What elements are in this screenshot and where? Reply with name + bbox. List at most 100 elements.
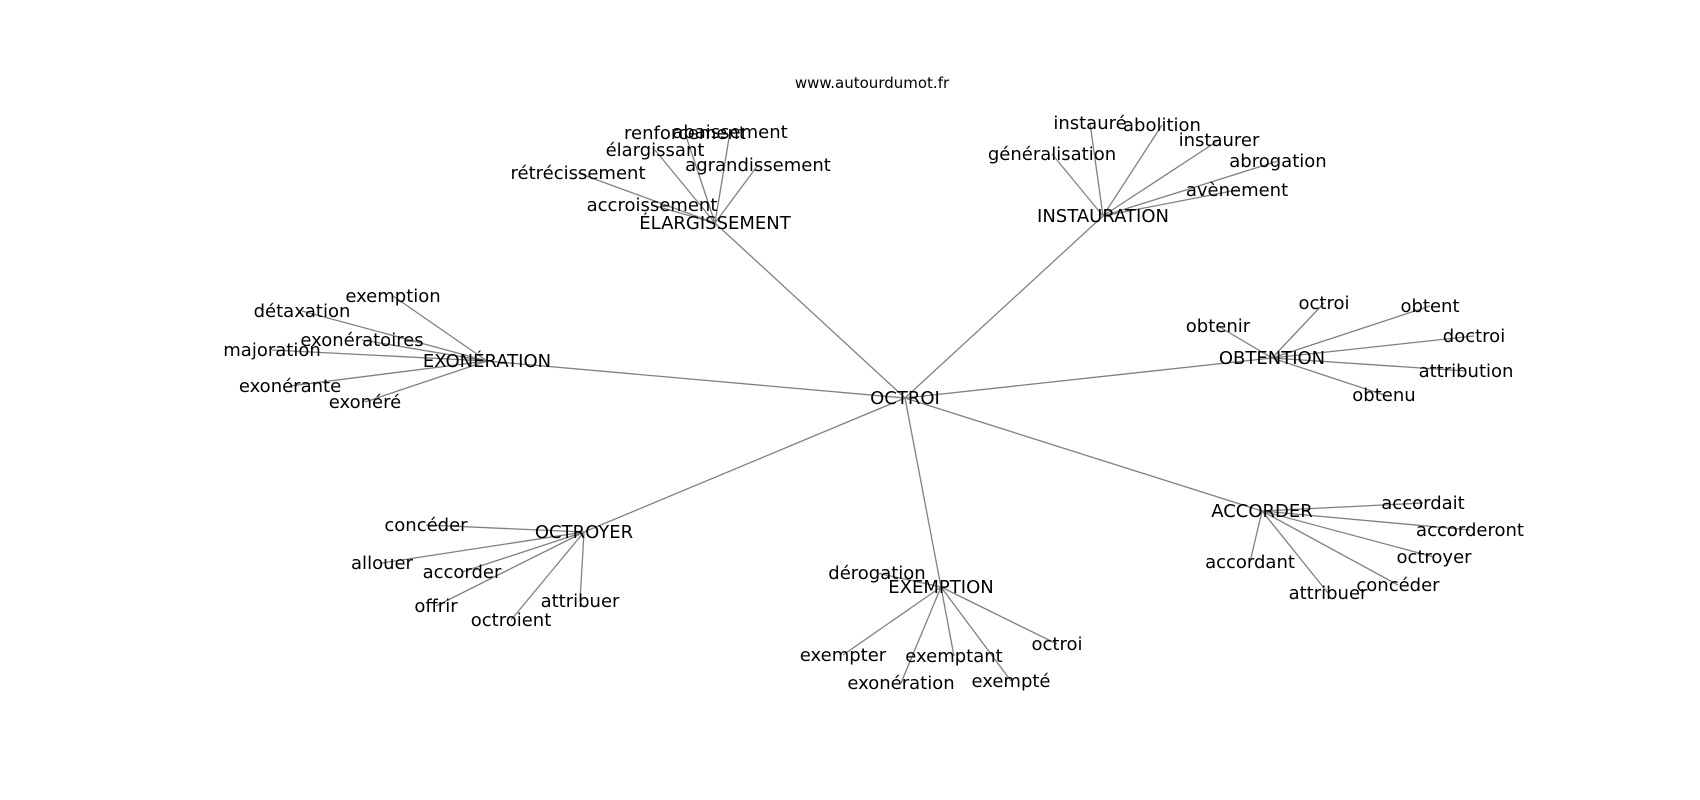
hub-node-accorder: ACCORDER xyxy=(1211,501,1313,522)
edge-exoneration-detaxation xyxy=(301,310,488,362)
leaf-node-accordait: accordait xyxy=(1381,493,1464,514)
edge-instauration-abolition xyxy=(1102,124,1163,217)
edge-instauration-abrogation xyxy=(1102,160,1279,217)
leaf-node-instaurer: instaurer xyxy=(1179,130,1260,151)
edge-center-elargissement xyxy=(714,222,906,399)
edge-exoneration-exonere xyxy=(364,360,488,403)
leaf-node-doctroi: doctroi xyxy=(1443,326,1505,347)
leaf-node-derogation: dérogation xyxy=(828,563,925,584)
hub-node-exoneration: EXONÉRATION xyxy=(423,350,551,372)
edge-obtention-octroi xyxy=(1271,302,1325,359)
center-node-octroi: OCTROI xyxy=(870,388,940,409)
edge-center-obtention xyxy=(904,357,1273,399)
leaf-node-attribuer: attribuer xyxy=(1289,583,1368,604)
edge-center-instauration xyxy=(904,215,1104,399)
edge-exemption-exemptant xyxy=(940,586,955,657)
leaf-node-octroi: octroi xyxy=(1032,634,1083,655)
leaf-node-exemption: exemption xyxy=(345,286,440,307)
leaf-node-abaissement: abaissement xyxy=(672,122,787,143)
edge-elargissement-agrandissement xyxy=(714,164,759,224)
leaf-node-abolition: abolition xyxy=(1123,115,1201,136)
edge-instauration-instaurer xyxy=(1102,139,1220,217)
edge-octroyer-attribuer xyxy=(579,531,585,602)
edge-exemption-exempte xyxy=(940,586,1012,682)
edge-exemption-exoneration xyxy=(900,586,942,684)
leaf-node-exempte: exempté xyxy=(971,671,1050,692)
leaf-node-elargissant: élargissant xyxy=(606,140,705,161)
leaf-node-octroyer: octroyer xyxy=(1396,547,1472,568)
hub-node-obtention: OBTENTION xyxy=(1219,348,1325,369)
leaf-node-exonerante: exonérante xyxy=(239,376,341,397)
leaf-node-renforcement: renforcement xyxy=(624,123,746,144)
leaf-node-exoneration: exonération xyxy=(847,673,954,694)
edge-elargissement-abaissement xyxy=(714,131,731,224)
hub-node-instauration: INSTAURATION xyxy=(1037,206,1169,227)
leaf-node-attribuer: attribuer xyxy=(541,591,620,612)
edge-obtention-obtenu xyxy=(1271,357,1385,396)
edge-elargissement-renforcement xyxy=(684,132,716,224)
leaf-node-generalisation: généralisation xyxy=(988,144,1116,165)
leaf-node-exemptant: exemptant xyxy=(905,646,1002,667)
leaf-node-octroient: octroient xyxy=(471,610,552,631)
leaf-node-attribution: attribution xyxy=(1419,361,1514,382)
leaf-node-avenement: avènement xyxy=(1186,180,1288,201)
edge-accorder-attribuer xyxy=(1261,510,1329,594)
leaf-node-octroi: octroi xyxy=(1299,293,1350,314)
edge-octroyer-allouer xyxy=(381,531,585,564)
leaf-node-retrecissement: rétrécissement xyxy=(510,163,645,184)
leaf-node-obtenir: obtenir xyxy=(1186,316,1251,337)
edge-center-accorder xyxy=(904,397,1263,512)
edge-accorder-accorderont xyxy=(1261,510,1471,531)
leaf-node-allouer: allouer xyxy=(351,553,414,574)
edge-octroyer-octroient xyxy=(510,531,585,621)
hub-node-elargissement: ÉLARGISSEMENT xyxy=(639,212,791,234)
leaf-node-exoneratoires: exonératoires xyxy=(300,330,423,351)
edge-exoneration-majoration xyxy=(271,349,488,362)
leaf-node-conceder: concéder xyxy=(1356,575,1440,596)
leaf-node-instaure: instauré xyxy=(1053,113,1126,134)
leaf-node-agrandissement: agrandissement xyxy=(685,155,831,176)
graph-labels: www.autourdumot.fr OCTROI ÉLARGISSEMENT re… xyxy=(223,74,1524,694)
leaf-node-accorder: accorder xyxy=(423,562,502,583)
leaf-node-accordant: accordant xyxy=(1205,552,1295,573)
edge-elargissement-elargissant xyxy=(654,149,716,224)
hub-node-octroyer: OCTROYER xyxy=(535,522,633,543)
edge-accorder-octroyer xyxy=(1261,510,1435,558)
edge-center-exoneration xyxy=(486,360,906,399)
leaf-node-accorderont: accorderont xyxy=(1416,520,1524,541)
edge-exemption-octroi xyxy=(940,586,1058,645)
site-url: www.autourdumot.fr xyxy=(795,74,950,92)
edge-exoneration-exonerante xyxy=(289,360,488,387)
hub-node-exemption: EXEMPTION xyxy=(888,577,993,598)
leaf-node-exempter: exempter xyxy=(800,645,887,666)
leaf-node-detaxation: détaxation xyxy=(254,301,351,322)
edge-elargissement-accroissement xyxy=(651,204,716,224)
leaf-node-conceder: concéder xyxy=(384,515,468,536)
edge-elargissement-retrecissement xyxy=(577,172,716,224)
edge-obtention-attribution xyxy=(1271,357,1467,372)
leaf-node-obtenu: obtenu xyxy=(1352,385,1415,406)
edge-obtention-obtenir xyxy=(1217,325,1273,359)
graph-edges xyxy=(271,122,1475,684)
edge-center-exemption xyxy=(904,397,942,588)
edge-octroyer-conceder xyxy=(425,524,585,533)
edge-accorder-accordait xyxy=(1261,502,1424,512)
edge-accorder-conceder xyxy=(1261,510,1399,586)
leaf-node-offrir: offrir xyxy=(414,596,458,617)
leaf-node-abrogation: abrogation xyxy=(1229,151,1326,172)
leaf-node-exonere: exonéré xyxy=(329,392,401,413)
edge-instauration-avenement xyxy=(1102,189,1238,217)
leaf-node-accroissement: accroissement xyxy=(587,195,718,216)
edge-instauration-generalisation xyxy=(1051,153,1104,217)
leaf-node-obtent: obtent xyxy=(1400,296,1459,317)
edge-octroyer-offrir xyxy=(435,531,585,607)
edge-exemption-derogation xyxy=(876,572,942,588)
edge-obtention-doctroi xyxy=(1271,335,1475,359)
leaf-node-majoration: majoration xyxy=(223,340,321,361)
edge-exemption-exempter xyxy=(842,586,942,656)
edge-obtention-obtent xyxy=(1271,305,1431,359)
edge-exoneration-exemption xyxy=(392,295,488,362)
edge-instauration-instaure xyxy=(1089,122,1104,217)
edge-octroyer-accorder xyxy=(461,531,585,573)
